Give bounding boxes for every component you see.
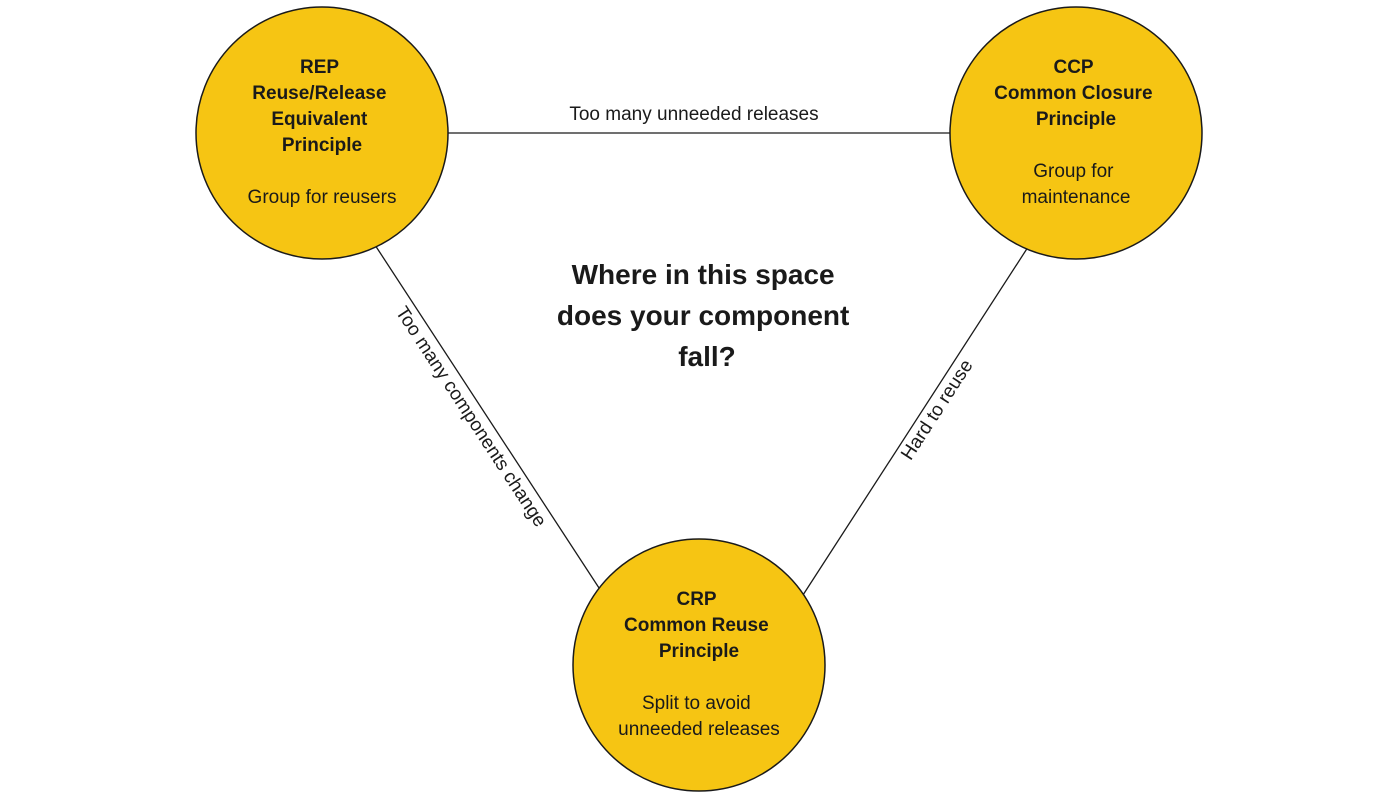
edge-rep-crp [374,244,602,592]
node-ccp-title: CCP Common Closure Principle [994,57,1158,130]
node-ccp-desc-line: Group for [1033,161,1114,182]
node-ccp-title-line: CCP [1053,57,1093,78]
node-rep-title-line: Reuse/Release [252,83,386,104]
node-rep-desc-line: Group for reusers [248,187,397,208]
node-crp-title-line: Principle [659,641,739,662]
node-crp-desc-line: Split to avoid [642,693,751,714]
node-rep-title-line: REP [300,57,339,78]
edge-label-rep-ccp: Too many unneeded releases [569,104,818,125]
node-rep-circle [195,6,449,260]
node-crp-title-line: CRP [676,589,716,610]
edge-label-ccp-crp: Hard to reuse [897,356,977,464]
node-crp-circle [572,538,826,792]
node-crp-description: Split to avoid unneeded releases [618,693,780,740]
node-rep-description: Group for reusers [248,187,397,208]
center-question-line: fall? [678,341,736,372]
node-rep-title: REP Reuse/Release Equivalent Principle [252,57,391,156]
edge-label-rep-crp: Too many components change [391,303,550,531]
center-question: Where in this space does your component … [557,259,857,372]
center-question-line: does your component [557,300,849,331]
node-ccp-title-line: Principle [1036,109,1116,130]
edge-ccp-crp [802,243,1031,596]
node-crp-desc-line: unneeded releases [618,719,780,740]
node-crp-title-line: Common Reuse [624,615,769,636]
node-crp-title: CRP Common Reuse Principle [624,589,774,662]
node-ccp: CCP Common Closure Principle Group for m… [949,6,1203,260]
center-question-line: Where in this space [572,259,835,290]
node-ccp-title-line: Common Closure [994,83,1152,104]
node-ccp-desc-line: maintenance [1022,187,1131,208]
node-crp: CRP Common Reuse Principle Split to avoi… [572,538,826,792]
node-rep-title-line: Principle [282,135,362,156]
node-ccp-circle [949,6,1203,260]
node-rep: REP Reuse/Release Equivalent Principle G… [195,6,449,260]
node-rep-title-line: Equivalent [271,109,368,130]
node-ccp-description: Group for maintenance [1022,161,1131,208]
